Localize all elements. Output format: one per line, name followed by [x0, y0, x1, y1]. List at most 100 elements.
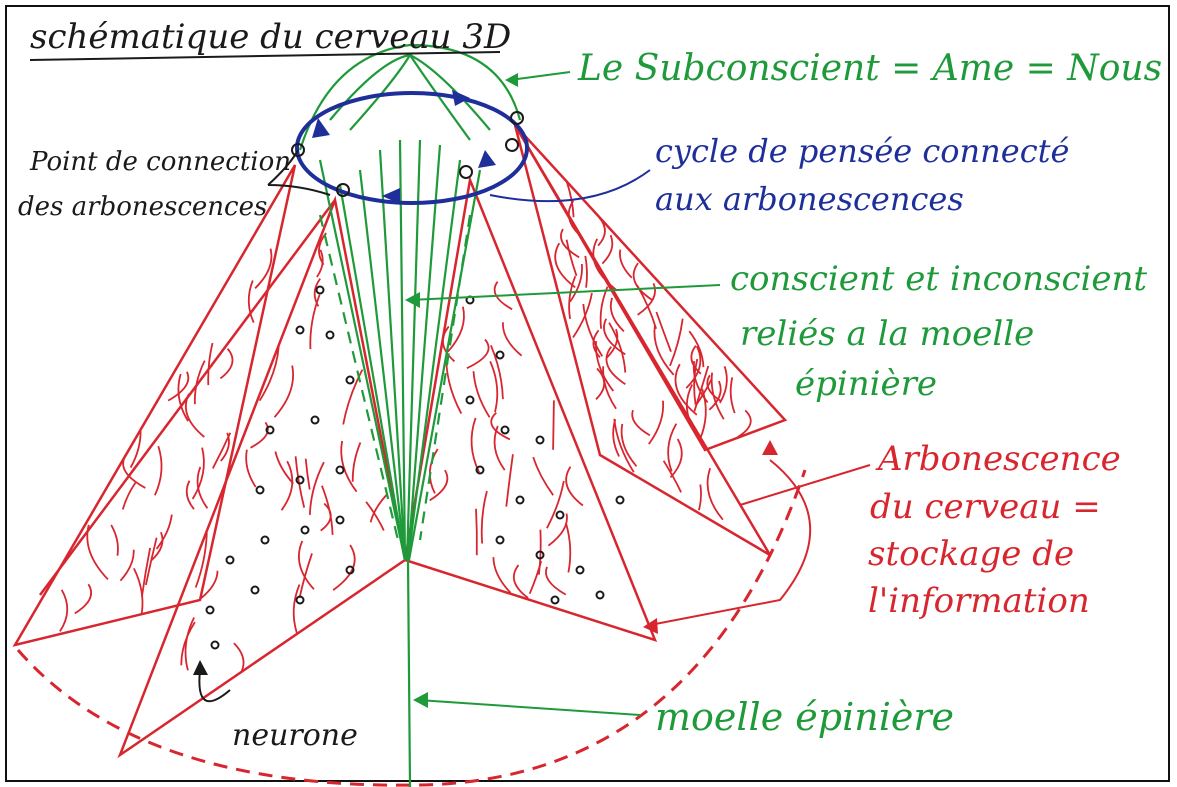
neuron-dot [327, 332, 334, 339]
branch-line [553, 400, 554, 449]
label-subconscious: Le Subconscient = Ame = Nous [577, 48, 1162, 89]
label-conscious-3: épinière [795, 364, 937, 404]
branch-line [299, 541, 314, 589]
branch-line [670, 319, 683, 366]
neuron-dot [302, 527, 309, 534]
neuron-dot [227, 557, 234, 564]
neuron-dot [497, 352, 504, 359]
branch-line [300, 553, 313, 598]
neuron-dot [262, 537, 269, 544]
branch-line [310, 295, 319, 349]
neuron-dot [337, 517, 344, 524]
branch-line [111, 525, 118, 556]
neuron-dot [337, 467, 344, 474]
label-thought-cycle-2: aux arbonescences [655, 180, 964, 218]
branch-line [699, 485, 701, 511]
branch-line [622, 424, 637, 466]
label-connection-points-1: Point de connection [29, 147, 291, 177]
branch-line [234, 643, 244, 671]
branch-line [120, 550, 133, 581]
branch-line [482, 491, 487, 543]
neuron-dot [347, 377, 354, 384]
label-neuron: neurone [232, 718, 358, 753]
neuron-dot [502, 427, 509, 434]
branch-line [294, 585, 300, 633]
branch-line [60, 590, 67, 632]
label-arborescence-2: du cerveau = [870, 487, 1101, 527]
thought-cycle [297, 90, 527, 204]
branch-line [87, 525, 108, 580]
branch-line [123, 483, 136, 510]
branch-line [246, 450, 256, 487]
dome-outline [300, 45, 520, 150]
neuron-dot [617, 497, 624, 504]
diagram-title: schématique du cerveau 3D [30, 17, 511, 57]
neuron-dot [317, 287, 324, 294]
branch-line [656, 312, 671, 352]
label-conscious-1: conscient et inconscient [730, 259, 1147, 299]
branch-line [649, 401, 663, 444]
branch-line [566, 467, 583, 506]
branch-line [366, 502, 384, 531]
neuron-dot [557, 512, 564, 519]
cycle-arrow-right [478, 150, 496, 168]
branch-line [75, 584, 91, 613]
branch-line [221, 433, 229, 461]
spinal-cord-line [408, 560, 410, 787]
branch-line [567, 240, 577, 276]
neuron-dot [597, 592, 604, 599]
branch-lines [60, 182, 751, 671]
branch-line [620, 250, 632, 278]
label-connection-points-2: des arbonescences [18, 192, 267, 222]
branch-line [275, 366, 294, 418]
neuron-dot [297, 477, 304, 484]
label-thought-cycle-1: cycle de pensée connecté [655, 132, 1069, 170]
neuron-dot [297, 327, 304, 334]
branch-line [570, 264, 582, 302]
branch-line [493, 557, 510, 593]
panel-left-inner [120, 200, 405, 755]
branch-line [310, 462, 324, 515]
dashed-right-line [420, 215, 470, 540]
branch-line [506, 454, 513, 506]
neuron-dot [312, 417, 319, 424]
branch-line [533, 457, 553, 495]
branch-line [585, 256, 587, 288]
neuron-dot [252, 587, 259, 594]
panel-right-inner [405, 180, 655, 640]
label-arborescence-1: Arbonescence [875, 439, 1121, 479]
branch-line [632, 410, 650, 435]
branch-line [467, 340, 489, 369]
label-arborescence-4: l'information [868, 581, 1090, 621]
branch-line [546, 567, 566, 595]
branch-line [181, 622, 195, 665]
branch-line [602, 235, 612, 264]
branch-line [712, 373, 724, 420]
branch-line [566, 524, 570, 573]
neuron-dot [552, 597, 559, 604]
branch-line [187, 481, 194, 510]
label-spinal-cord: moelle épinière [655, 695, 954, 739]
branch-line [708, 468, 723, 520]
branch-line [476, 509, 477, 555]
branch-line [490, 361, 497, 412]
branch-line [306, 459, 310, 490]
branch-line [371, 495, 387, 523]
branch-line [687, 385, 692, 423]
neuron-dot [497, 537, 504, 544]
branch-line [474, 371, 490, 417]
neuron-dot [212, 642, 219, 649]
branch-line [353, 443, 361, 482]
branch-line [731, 377, 735, 413]
branch-line [446, 362, 461, 414]
branch-line [503, 322, 522, 355]
pointer-arborescence-bracket [650, 460, 810, 625]
branch-line [251, 422, 268, 447]
branch-line [155, 446, 162, 495]
branch-line [547, 481, 564, 528]
label-conscious-2: reliés a la moelle [740, 314, 1034, 354]
thought-cycle-ellipse [297, 93, 527, 203]
branch-line [668, 424, 676, 472]
